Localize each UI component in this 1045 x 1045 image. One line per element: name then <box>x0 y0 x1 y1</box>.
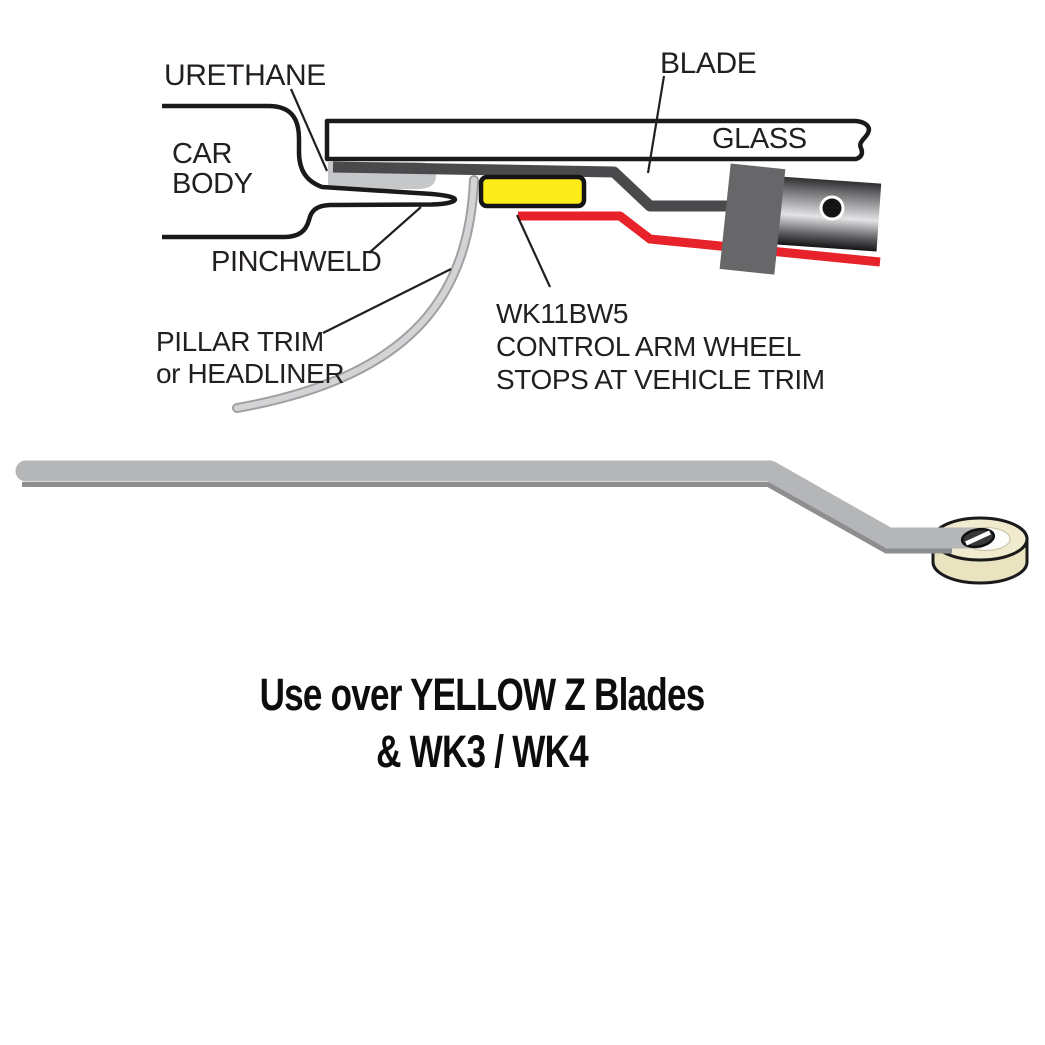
label-pinchweld: PINCHWELD <box>211 246 382 278</box>
blade-shape <box>332 161 733 212</box>
caption-line1: Use over YELLOW Z Blades <box>259 669 706 720</box>
caption-line2: & WK3 / WK4 <box>376 726 589 777</box>
blade-tool-bar <box>15 460 989 549</box>
leader-blade <box>646 75 666 174</box>
glass-shape <box>324 118 872 162</box>
label-tool-note: WK11BW5 CONTROL ARM WHEEL STOPS AT VEHIC… <box>496 297 825 396</box>
leader-urethane <box>289 88 329 172</box>
leader-tool-note <box>516 214 551 288</box>
yellow-stop-block <box>478 174 587 209</box>
label-pillar-trim-line2: or HEADLINER <box>156 358 345 389</box>
label-car-body-line2: BODY <box>172 168 253 200</box>
car-body-outline <box>162 103 458 240</box>
label-urethane: URETHANE <box>164 59 326 92</box>
label-tool-note-line1: WK11BW5 <box>496 298 629 329</box>
label-car-body: CAR BODY <box>172 139 253 199</box>
leader-pillar-trim <box>322 268 452 334</box>
label-pillar-trim: PILLAR TRIM or HEADLINER <box>156 326 345 390</box>
label-blade: BLADE <box>660 47 757 80</box>
wheel-screw-slot <box>965 530 991 546</box>
label-tool-note-line2: CONTROL ARM WHEEL <box>496 331 801 362</box>
label-pillar-trim-line1: PILLAR TRIM <box>156 326 324 357</box>
caption: Use over YELLOW Z Blades & WK3 / WK4 <box>106 666 858 780</box>
holder-block <box>719 163 786 275</box>
label-car-body-line1: CAR <box>172 138 233 170</box>
blade-tool-bar-shadow <box>22 482 952 554</box>
leader-pinchweld <box>368 206 422 254</box>
label-glass: GLASS <box>712 123 807 155</box>
label-tool-note-line3: STOPS AT VEHICLE TRIM <box>496 364 825 395</box>
pillar-trim-curve-highlight <box>234 177 477 411</box>
handle-hole <box>819 195 845 221</box>
